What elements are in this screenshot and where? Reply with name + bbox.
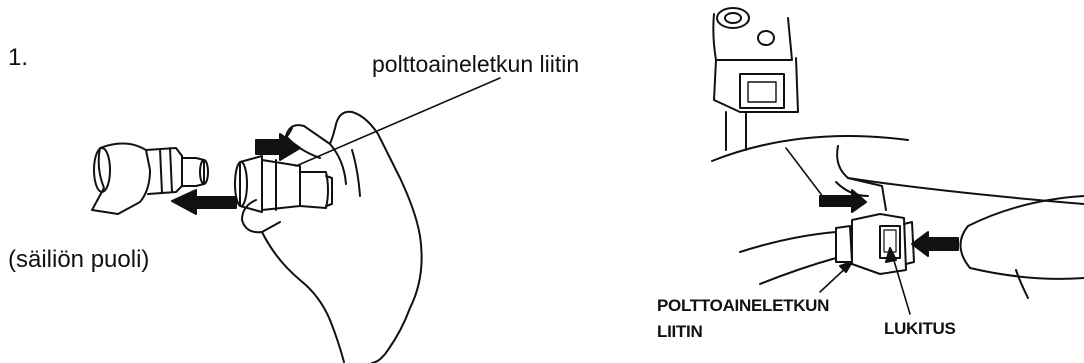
connector-caption-line2: LIITIN <box>657 323 702 340</box>
connector-leader-line <box>296 78 500 166</box>
connector-caption-line1: POLTTOAINELETKUN <box>657 297 829 314</box>
step-number: 1. <box>8 46 28 70</box>
squeeze-arrow-top <box>820 190 866 212</box>
push-arrow-left <box>172 190 236 214</box>
squeeze-arrow-right <box>912 232 958 256</box>
connector-callout-arrow <box>820 262 852 292</box>
quick-connector-drawing <box>740 214 914 284</box>
lock-caption: LUKITUS <box>884 320 956 337</box>
tank-side-label: (säiliön puoli) <box>8 248 149 272</box>
connector-closeup-drawing <box>712 8 908 206</box>
connector-label: polttoaineletkun liitin <box>372 53 579 76</box>
tank-body-drawing <box>836 146 1084 298</box>
